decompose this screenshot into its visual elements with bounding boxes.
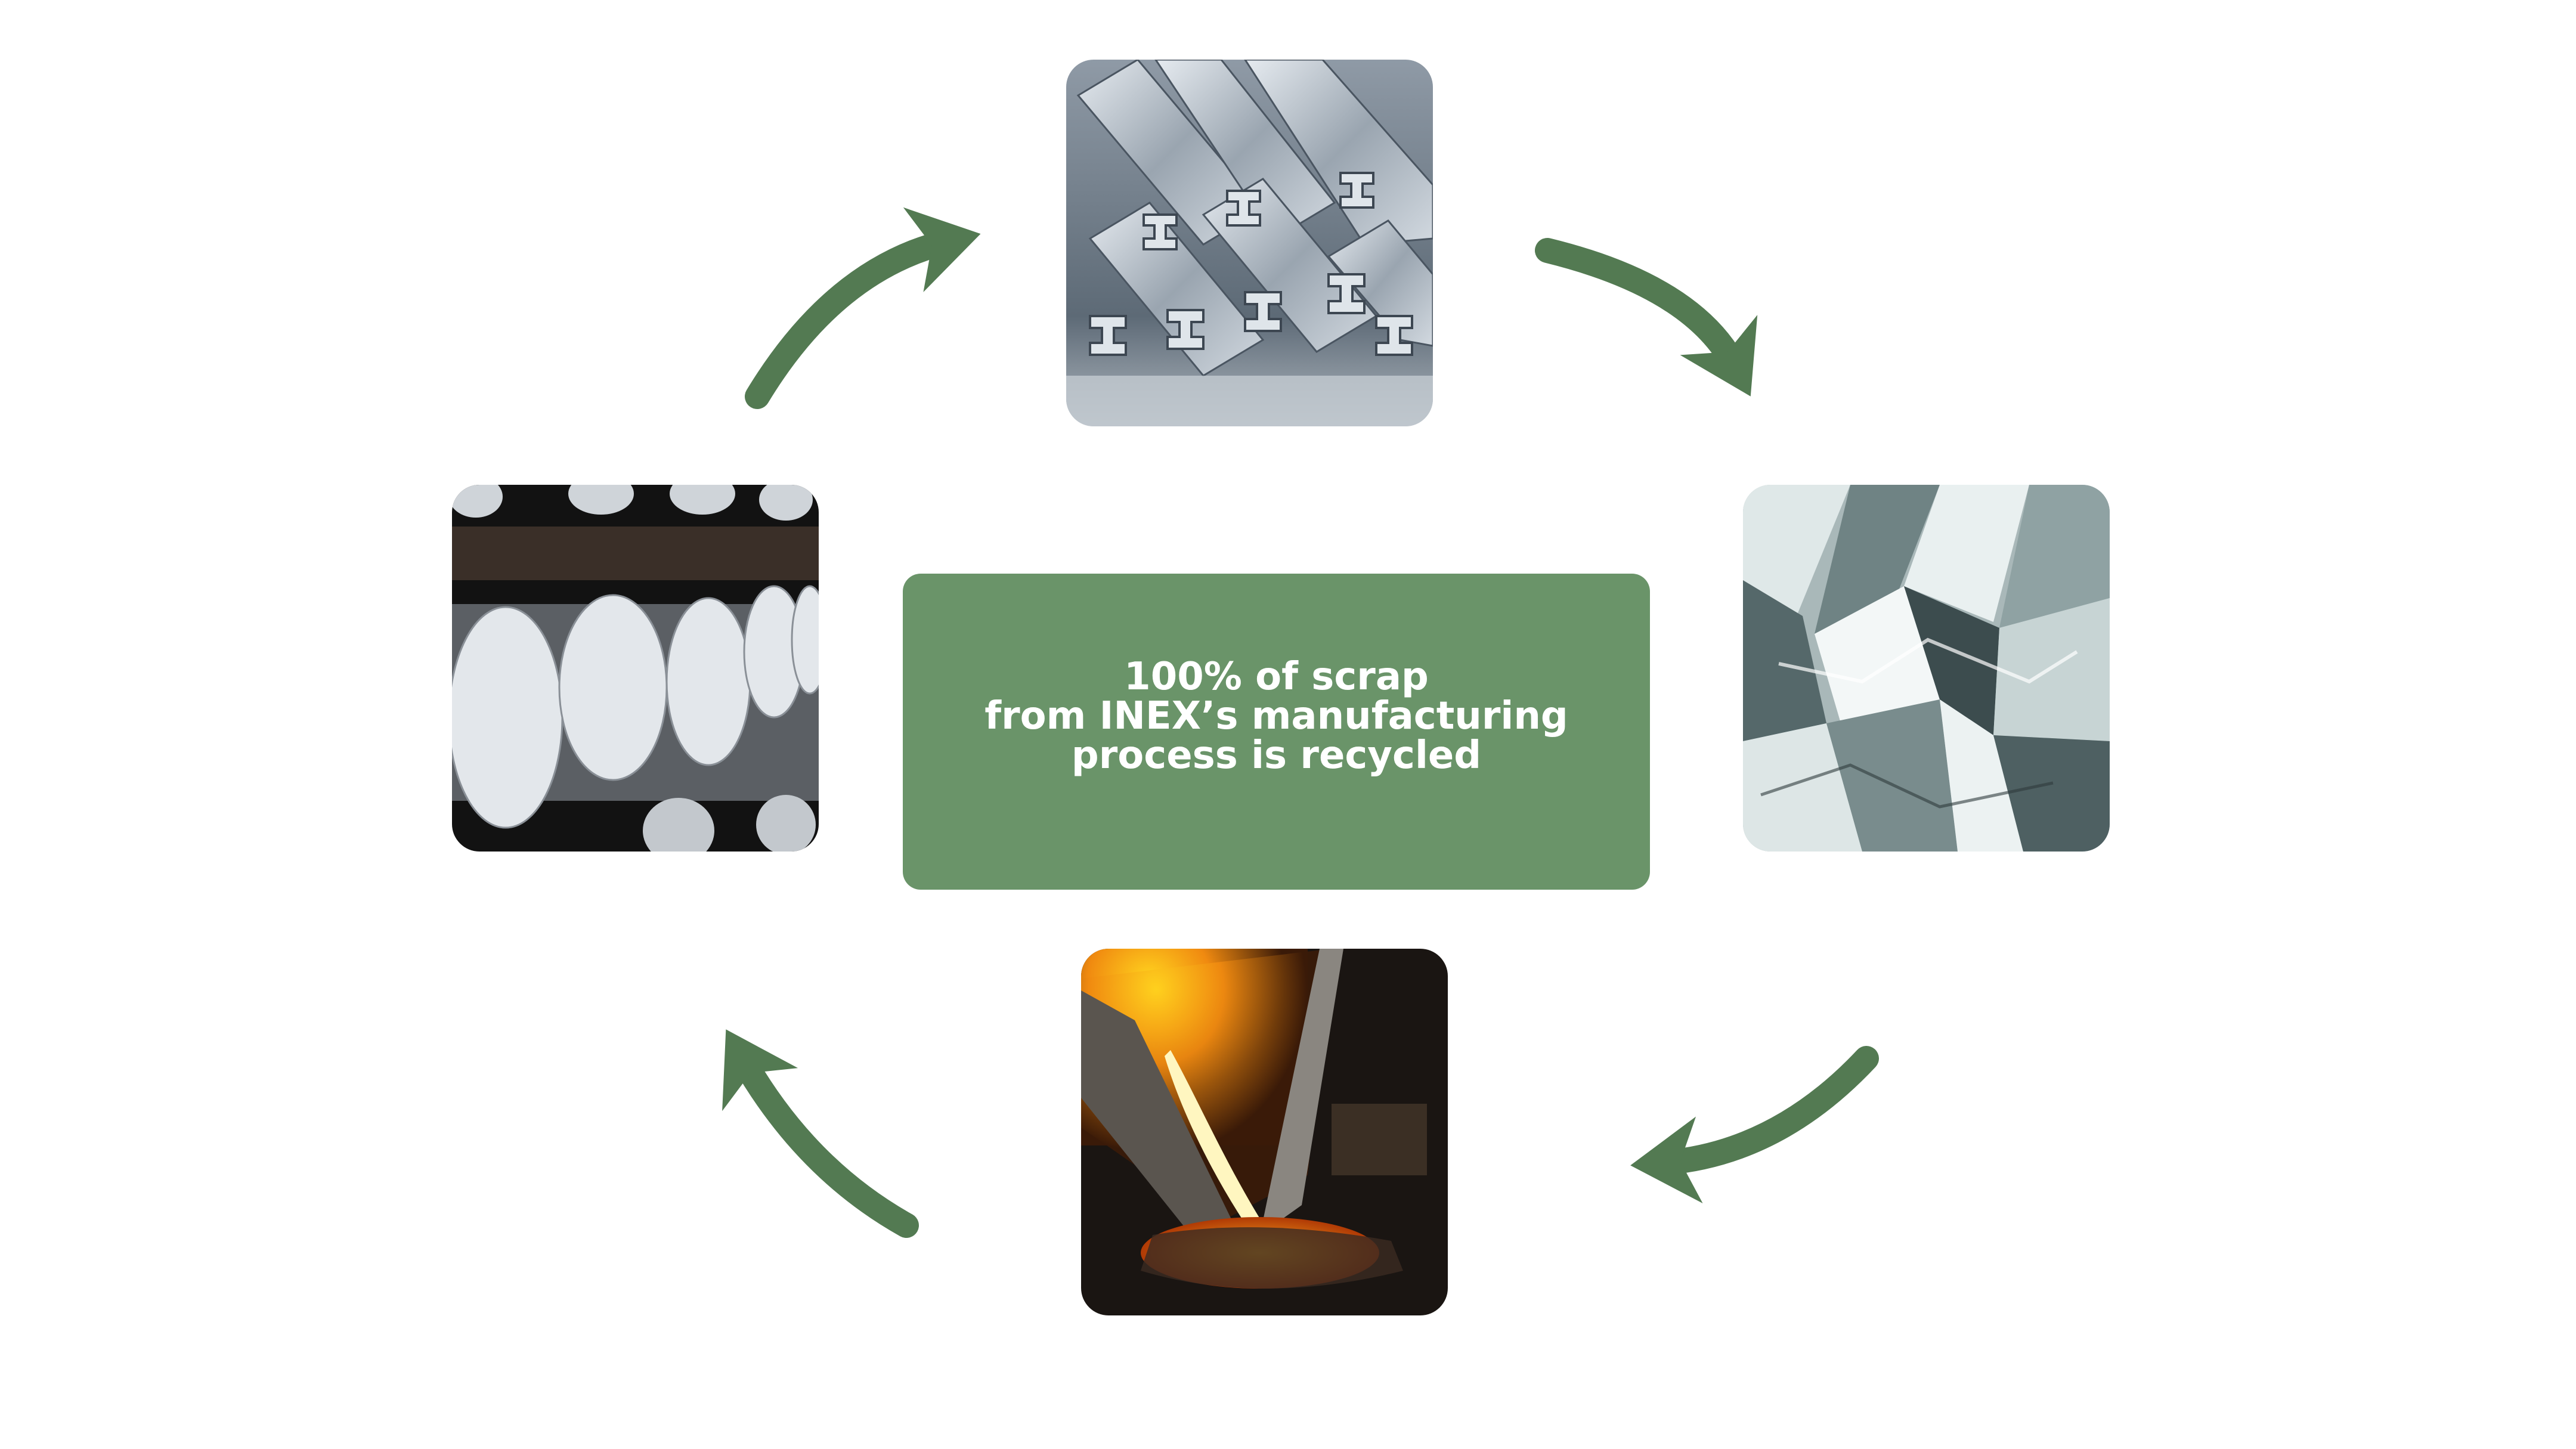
message-line-2: from INEX’s manufacturing (984, 694, 1568, 738)
arrow-bottom-to-left (722, 1029, 919, 1238)
arrow-top-to-right (1535, 238, 1758, 397)
recycling-message-box: 100% of scrap from INEX’s manufacturing … (903, 574, 1650, 890)
arrow-left-to-top (745, 207, 981, 409)
message-line-1: 100% of scrap (1124, 655, 1429, 699)
message-line-3: process is recycled (1071, 733, 1482, 778)
aluminium-billets-image (452, 485, 819, 852)
aluminium-extrusion-profiles-image (1066, 60, 1433, 426)
molten-metal-pouring-image (1081, 949, 1448, 1315)
arrow-right-to-bottom (1630, 1046, 1879, 1204)
crushed-aluminium-scrap-image (1743, 485, 2110, 852)
